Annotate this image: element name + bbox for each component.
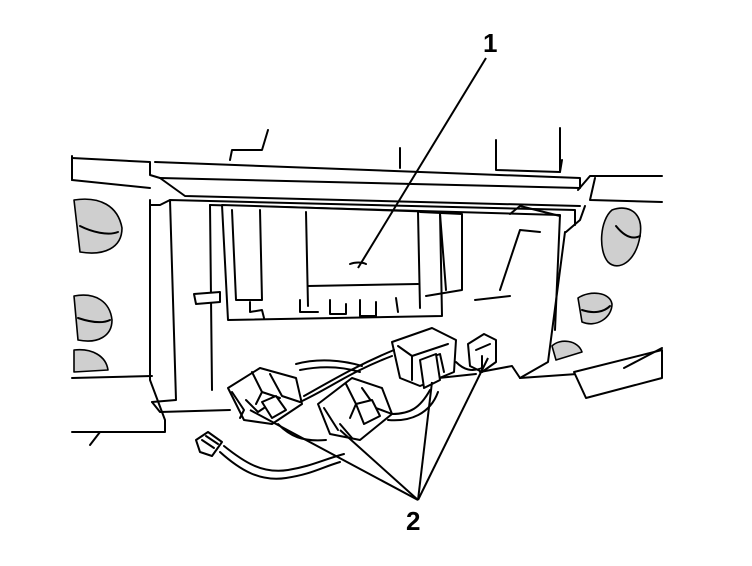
connector-loose-plug <box>195 431 223 457</box>
callout-2-leaders <box>249 357 489 501</box>
connector-left <box>227 367 303 425</box>
wire-harness <box>219 349 483 480</box>
connector-upper <box>391 327 457 389</box>
center-opening <box>149 199 576 403</box>
right-dash-panel <box>519 175 663 399</box>
left-dash-panel <box>71 155 166 446</box>
callout-2-label: 2 <box>406 506 420 536</box>
callout-1-label: 1 <box>483 28 497 58</box>
connector-small-right <box>467 333 497 373</box>
callout-1-leader <box>357 57 487 269</box>
top-bezel <box>154 127 581 207</box>
